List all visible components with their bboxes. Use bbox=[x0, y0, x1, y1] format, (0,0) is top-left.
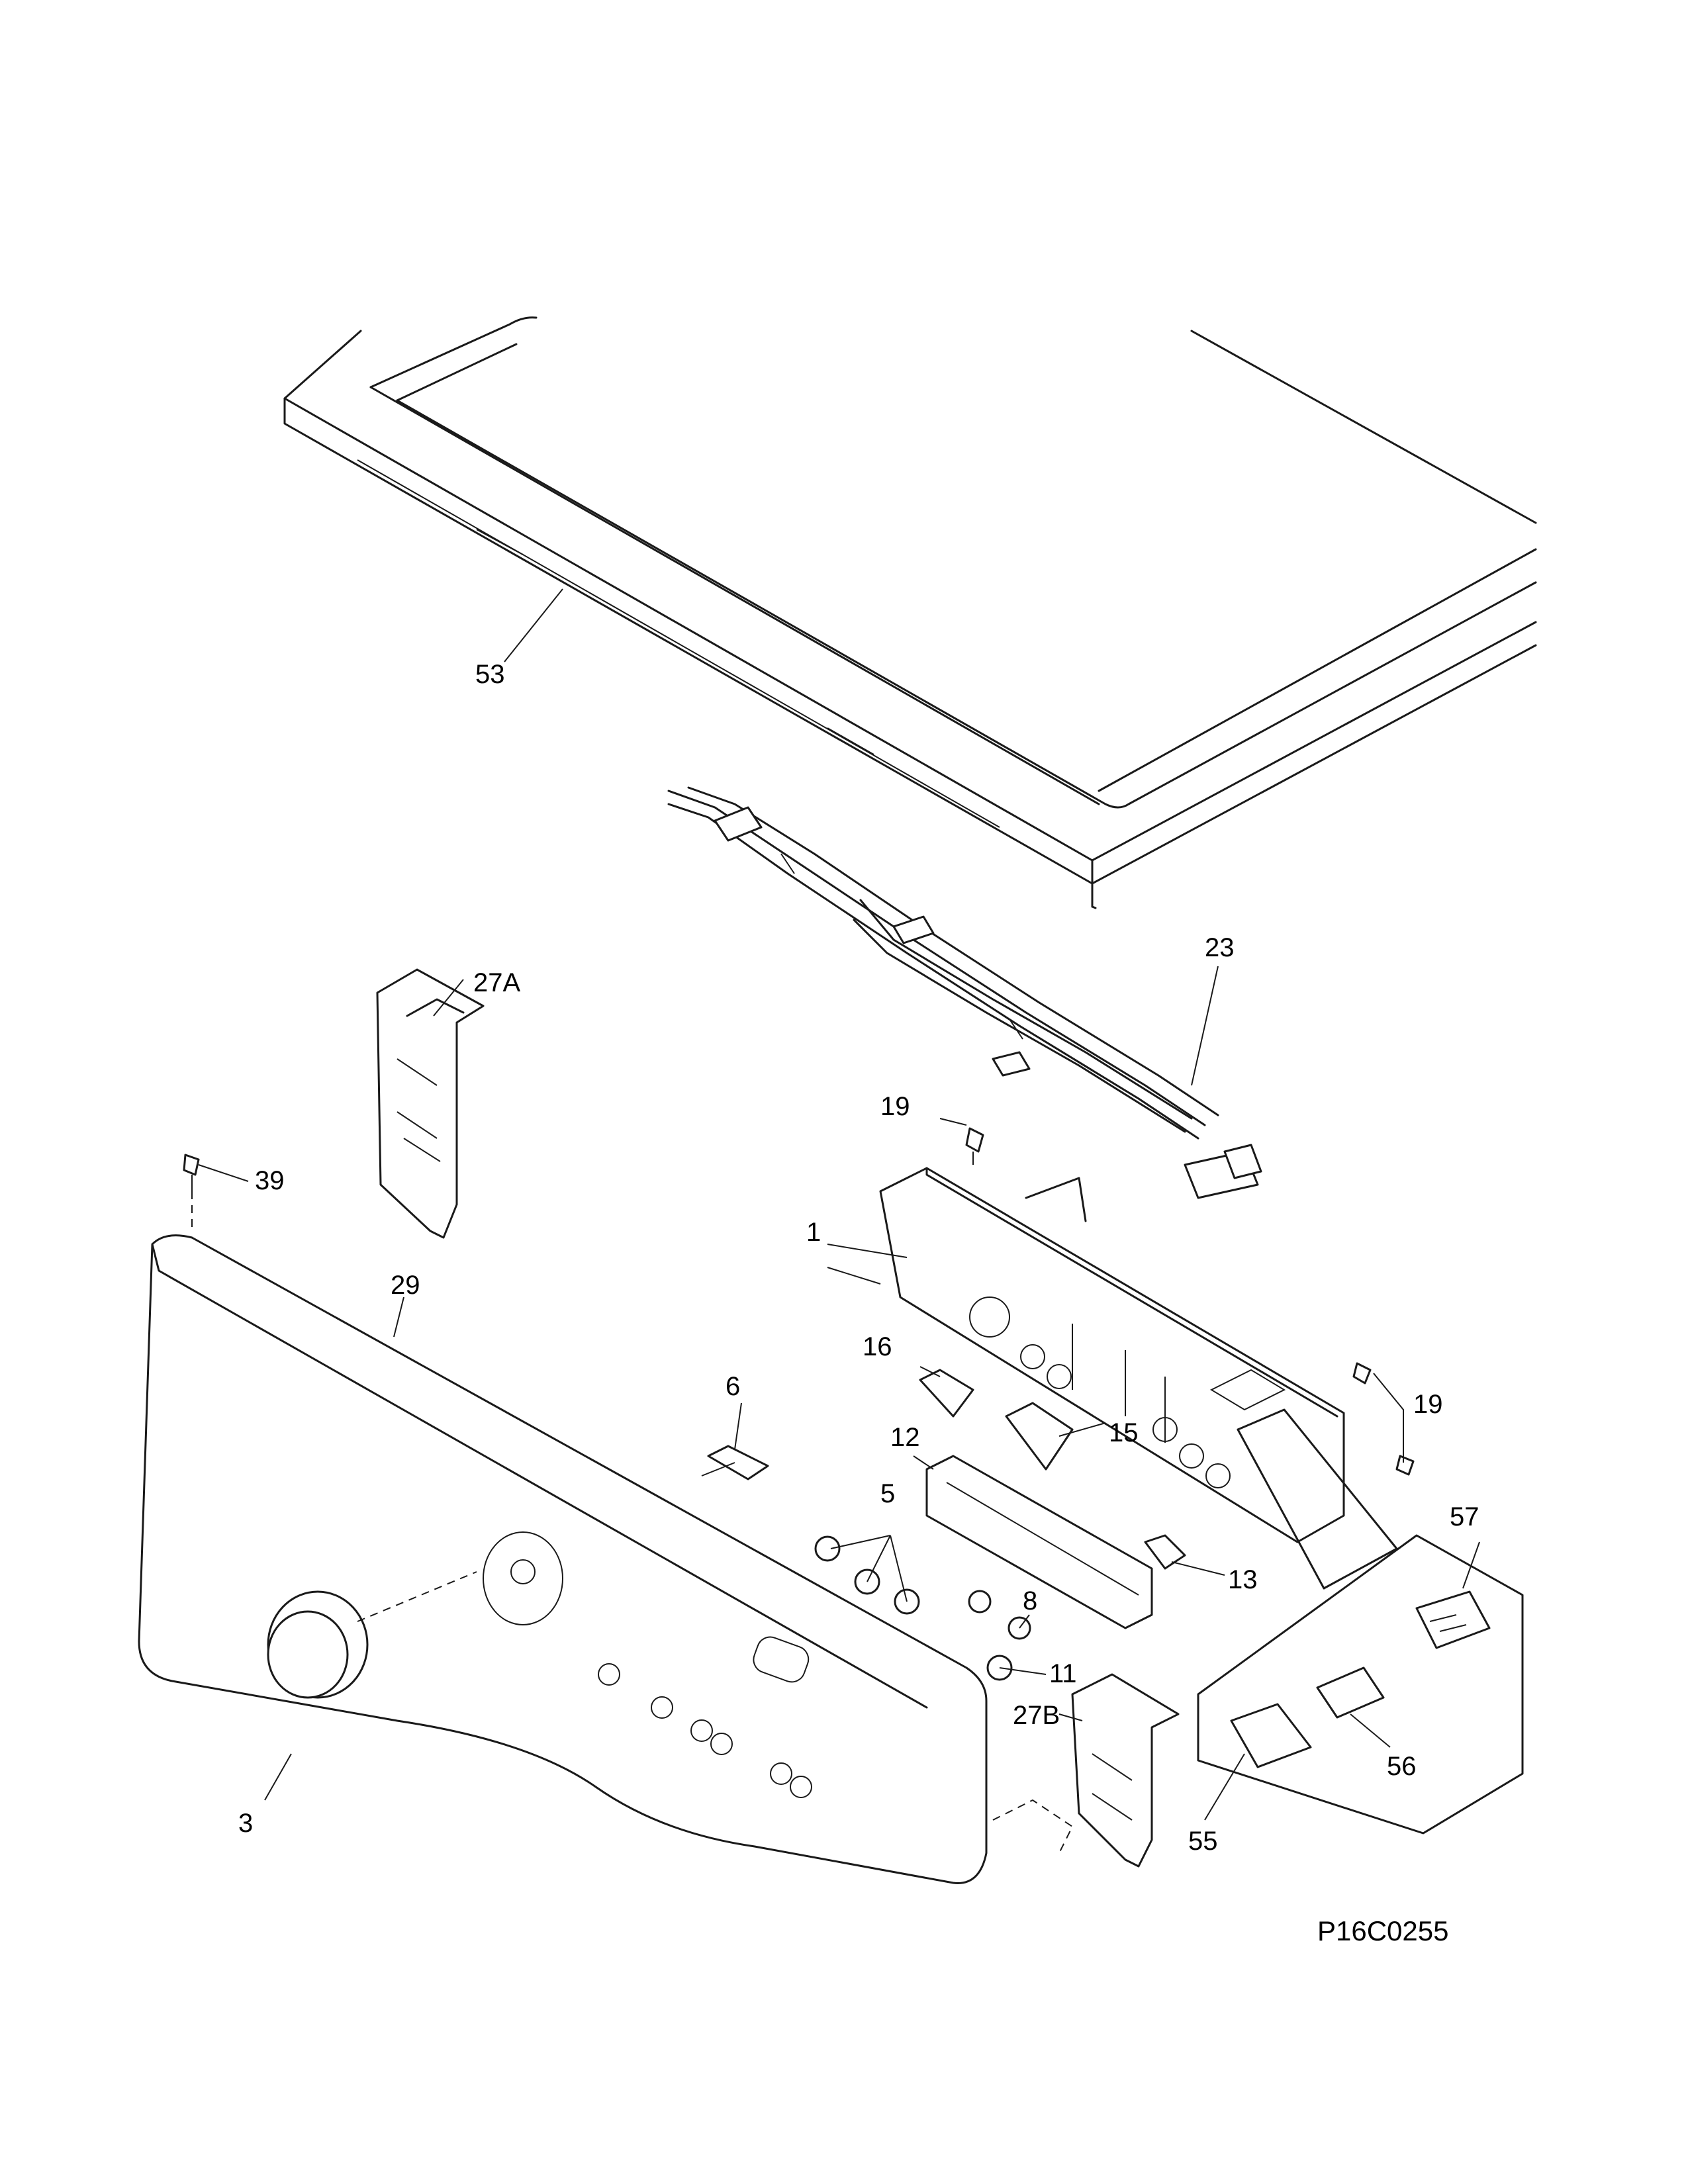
callout-13: 13 bbox=[1228, 1565, 1258, 1594]
callout-39: 39 bbox=[255, 1166, 285, 1195]
callout-19-right: 19 bbox=[1413, 1390, 1443, 1419]
leader-lines bbox=[198, 588, 1480, 1821]
callout-23: 23 bbox=[1205, 933, 1235, 962]
screw-part-19-top bbox=[965, 1127, 984, 1165]
callout-19-top: 19 bbox=[880, 1092, 910, 1121]
light-pipe-part-15 bbox=[1005, 1402, 1074, 1471]
screws-part-19-right bbox=[1352, 1362, 1415, 1476]
bracket-part-27b bbox=[992, 1673, 1180, 1868]
callout-6: 6 bbox=[726, 1372, 740, 1401]
callout-57: 57 bbox=[1450, 1502, 1479, 1531]
callout-16: 16 bbox=[863, 1332, 892, 1361]
control-board-part-1 bbox=[879, 1167, 1345, 1543]
callout-5: 5 bbox=[880, 1479, 895, 1508]
control-panel-part-29 bbox=[138, 1234, 988, 1884]
button-frame-part-12 bbox=[925, 1455, 1153, 1629]
light-pipe-part-13 bbox=[1144, 1534, 1186, 1570]
callout-27a: 27A bbox=[473, 968, 520, 997]
callout-55: 55 bbox=[1188, 1827, 1218, 1856]
screw-part-39 bbox=[183, 1154, 200, 1231]
wire-harness-part-23 bbox=[667, 786, 1262, 1199]
connector-part-56 bbox=[1316, 1666, 1385, 1719]
callout-8: 8 bbox=[1023, 1586, 1037, 1615]
callout-3: 3 bbox=[238, 1809, 253, 1838]
detail-inset bbox=[1197, 1408, 1524, 1835]
drawing-code: P16C0255 bbox=[1317, 1915, 1449, 1946]
callout-56: 56 bbox=[1387, 1752, 1417, 1781]
callout-labels: 53 23 27A 19 39 1 29 16 6 19 12 15 5 13 … bbox=[238, 660, 1479, 1946]
callout-11: 11 bbox=[1049, 1659, 1077, 1688]
shaft-part-6 bbox=[701, 1445, 769, 1480]
callout-53: 53 bbox=[475, 660, 505, 689]
top-panel-part-53 bbox=[283, 316, 1537, 909]
callout-29: 29 bbox=[391, 1271, 420, 1300]
display-part-57 bbox=[1415, 1590, 1491, 1649]
callout-27b: 27B bbox=[1013, 1701, 1060, 1730]
bracket-part-27a bbox=[376, 968, 485, 1239]
light-pipe-part-16 bbox=[919, 1369, 974, 1418]
button-part-8 bbox=[968, 1590, 1031, 1640]
knob-part-3 bbox=[267, 1571, 477, 1699]
callout-15: 15 bbox=[1109, 1418, 1139, 1447]
lens-part-55 bbox=[1230, 1703, 1312, 1768]
callout-1: 1 bbox=[806, 1218, 821, 1247]
callout-12: 12 bbox=[890, 1423, 920, 1452]
